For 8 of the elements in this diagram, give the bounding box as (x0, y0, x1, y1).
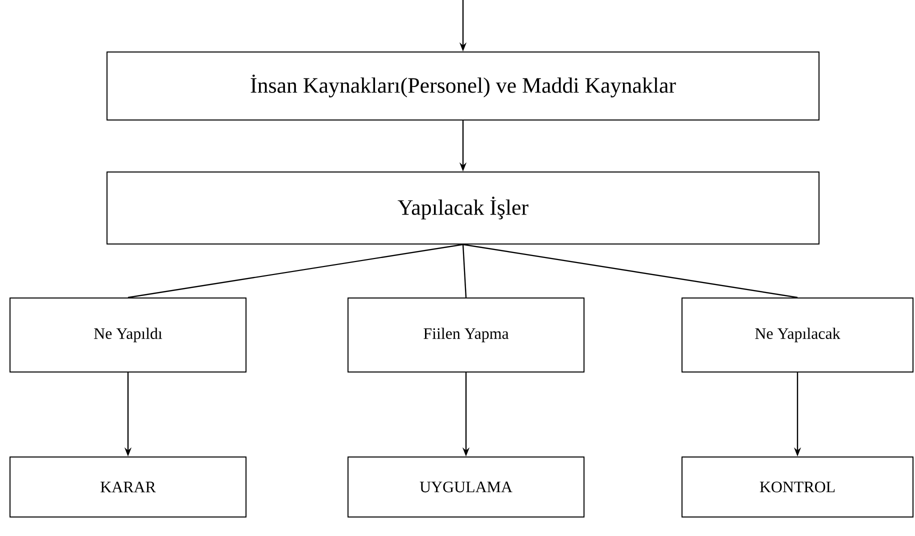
process-box: Fiilen Yapma (348, 297, 584, 372)
process-box: Ne Yapıldı (10, 297, 246, 372)
process-box: KARAR (10, 456, 246, 518)
process-box: Yapılacak İşler (106, 171, 820, 244)
process-box: KONTROL (682, 456, 914, 518)
process-box: Ne Yapılacak (682, 297, 914, 372)
process-box: UYGULAMA (348, 456, 584, 518)
process-box: İnsan Kaynakları(Personel) ve Maddi Kaynaklar (106, 52, 820, 120)
